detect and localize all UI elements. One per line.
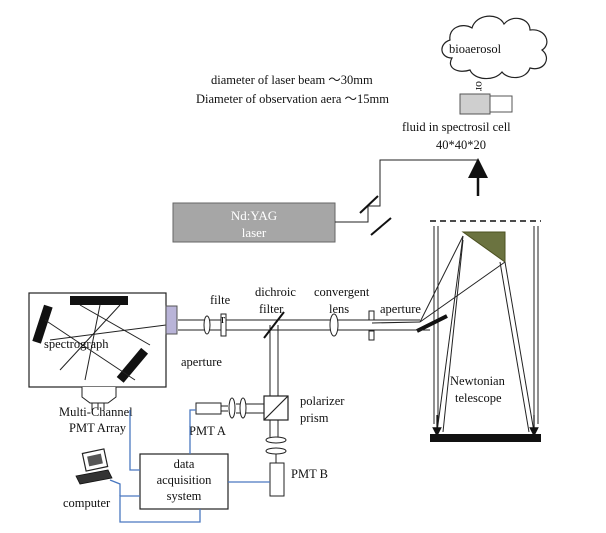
dichroic-label-line1: dichroic bbox=[255, 285, 296, 299]
laser-beam-path bbox=[335, 158, 488, 236]
computer-icon bbox=[75, 448, 113, 485]
bioaerosol-label: bioaerosol bbox=[449, 42, 502, 56]
right-aperture bbox=[368, 310, 375, 341]
main-optical-path bbox=[178, 319, 430, 437]
secondary-mirror bbox=[461, 231, 506, 263]
steering-mirror-1 bbox=[359, 195, 379, 214]
newtonian-label-line2: telescope bbox=[455, 391, 502, 405]
polarizer-label-line1: polarizer bbox=[300, 394, 345, 408]
pmt-a bbox=[195, 397, 264, 419]
spectrograph-label: spectrograph bbox=[44, 337, 109, 351]
newtonian-telescope: Newtonian telescope bbox=[419, 220, 541, 442]
multichannel-label-line2: PMT Array bbox=[69, 421, 127, 435]
laser-label-line1: Nd:YAG bbox=[231, 208, 277, 223]
nd-yag-laser: Nd:YAG laser bbox=[172, 202, 336, 243]
daq-label-line1: data bbox=[174, 457, 195, 471]
newtonian-label-line1: Newtonian bbox=[450, 374, 506, 388]
convergent-label-line1: convergent bbox=[314, 285, 370, 299]
pmt-b-label: PMT B bbox=[291, 467, 328, 481]
computer-label: computer bbox=[63, 496, 111, 510]
aperture-right-label: aperture bbox=[380, 302, 421, 316]
polarizer-prism bbox=[263, 395, 289, 421]
daq-label-line2: acquisition bbox=[157, 473, 213, 487]
filte-label: filte bbox=[210, 293, 231, 307]
fold-mirror bbox=[416, 314, 448, 333]
aperture-left-label: aperture bbox=[181, 355, 222, 369]
spectrosil-cell bbox=[459, 93, 513, 115]
multichannel-label-line1: Multi-Channel bbox=[59, 405, 133, 419]
bioaerosol-cloud: bioaerosol bbox=[441, 15, 548, 80]
laser-label-line2: laser bbox=[242, 225, 267, 240]
filter bbox=[220, 313, 227, 337]
convergent-lens bbox=[329, 313, 339, 337]
spectrograph-grating bbox=[165, 305, 178, 335]
r-label: r bbox=[221, 312, 226, 326]
dichroic-filter bbox=[263, 311, 285, 339]
convergent-label-line2: lens bbox=[329, 302, 349, 316]
or-label: or bbox=[473, 81, 487, 91]
beam-diameter-label: diameter of laser beam ～30mm bbox=[211, 73, 373, 87]
cell-size-label: 40*40*20 bbox=[436, 138, 486, 152]
filter-and-aperture: filte r aperture bbox=[181, 293, 231, 369]
primary-mirror bbox=[430, 434, 541, 442]
data-acquisition-system: data acquisition system bbox=[139, 453, 229, 510]
signal-cables bbox=[109, 409, 270, 523]
fluid-cell-label: fluid in spectrosil cell bbox=[402, 120, 511, 134]
steering-mirror-2 bbox=[370, 217, 392, 236]
daq-label-line3: system bbox=[167, 489, 202, 503]
dichroic-label-line2: filter bbox=[259, 302, 284, 316]
pmt-a-label: PMT A bbox=[189, 424, 226, 438]
spectrograph: spectrograph bbox=[28, 292, 178, 410]
polarizer-label-line2: prism bbox=[300, 411, 329, 425]
pmt-b bbox=[265, 436, 287, 497]
left-lens bbox=[203, 315, 211, 335]
observation-diameter-label: Diameter of observation aera ～15mm bbox=[196, 92, 389, 106]
